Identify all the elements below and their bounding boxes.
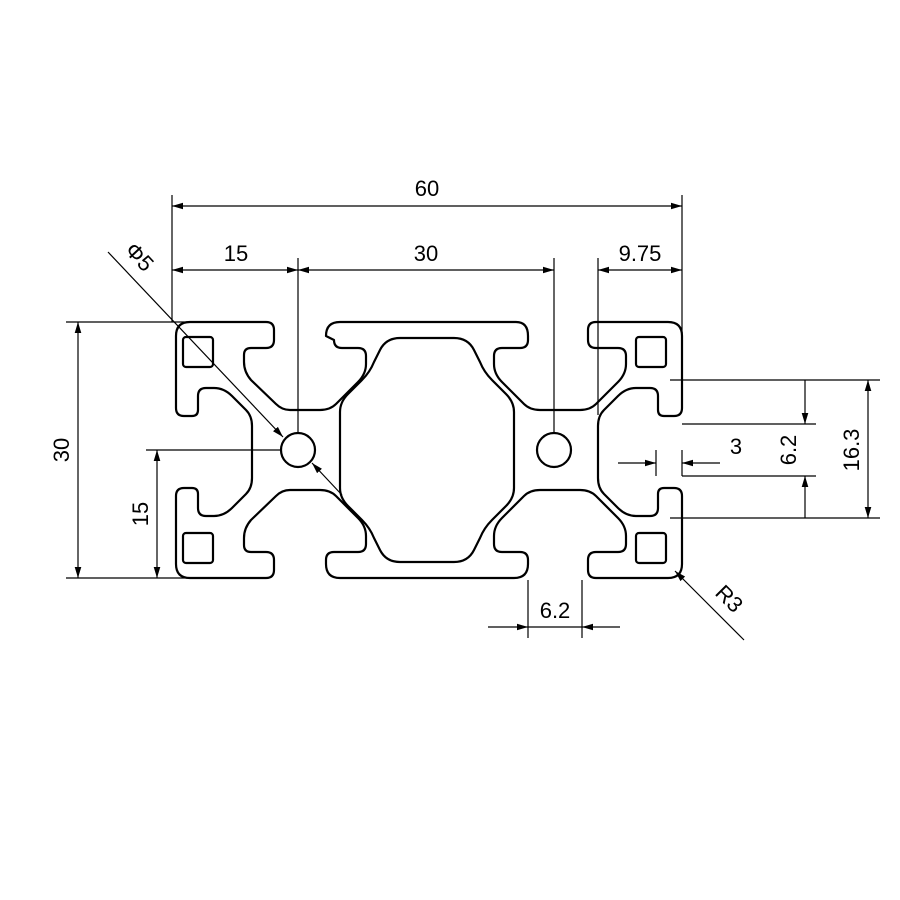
profile-body (174, 320, 684, 580)
dim-right-side: 3 6.2 16.3 (618, 379, 880, 519)
dim-groove-depth-label: 3 (730, 434, 742, 459)
dim-bottom-slot: 6.2 (488, 580, 620, 638)
dim-half-height-label: 15 (128, 502, 153, 526)
center-cavity (338, 336, 516, 564)
dim-hole-diameter: Φ5 (107, 237, 343, 496)
dim-edge-offset-label: 9.75 (619, 241, 662, 266)
dim-slot-width-side-label: 6.2 (776, 435, 801, 466)
corner-cavity-top-left (181, 335, 215, 369)
dim-corner-radius: R3 (674, 570, 748, 641)
dim-overall-width: 60 (171, 176, 683, 335)
dim-top-row: 15 30 9.75 (172, 241, 682, 433)
dim-overall-height-label: 30 (49, 438, 74, 462)
dim-slot-span-label: 16.3 (839, 429, 864, 472)
dim-slot-width-bottom-label: 6.2 (540, 598, 571, 623)
corner-cavity-top-right (634, 335, 668, 369)
dim-overall-width-label: 60 (415, 176, 439, 201)
center-bore-right (535, 431, 573, 469)
center-bore-left (279, 431, 317, 469)
corner-cavity-bottom-left (181, 531, 215, 565)
dim-left-side: 30 15 (49, 321, 282, 579)
dim-half-pitch-label: 15 (224, 241, 248, 266)
dim-hole-pitch-label: 30 (414, 241, 438, 266)
corner-cavity-bottom-right (634, 531, 668, 565)
profile-outline (174, 320, 684, 580)
